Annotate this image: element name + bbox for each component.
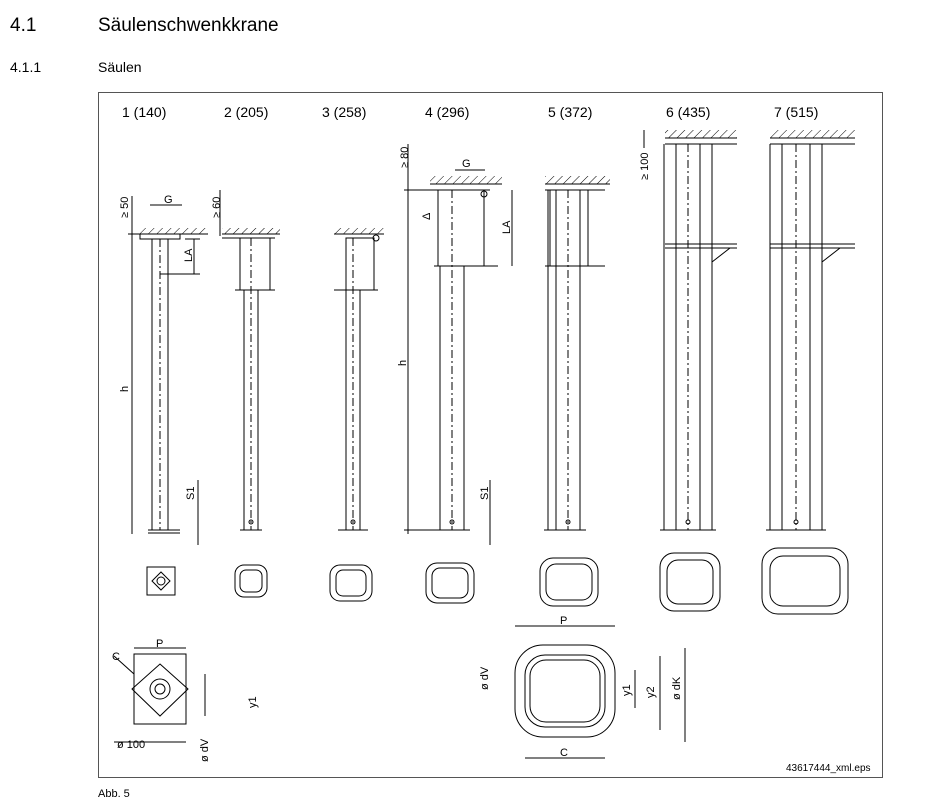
dim-P-right: P [560, 615, 567, 627]
subsection-number: 4.1.1 [10, 59, 42, 75]
detail-round-plate [514, 625, 686, 759]
dim-ge80: ≥ 80 [399, 147, 411, 168]
column-label-4: 4 (296) [425, 104, 469, 120]
column-label-3: 3 (258) [322, 104, 366, 120]
section-number: 4.1 [10, 15, 37, 36]
dim-S1-1: S1 [185, 487, 197, 500]
column-label-1: 1 (140) [122, 104, 166, 120]
dim-S1-4: S1 [479, 487, 491, 500]
dim-h-4: h [397, 360, 409, 366]
figure-file-id: 43617444_xml.eps [786, 763, 871, 774]
dim-C-left: C [112, 651, 120, 663]
column-label-6: 6 (435) [666, 104, 710, 120]
column-3-drawing [334, 228, 384, 531]
column-6-drawing [643, 130, 737, 531]
dim-dV-left: ø dV [199, 738, 211, 762]
dim-P-left: P [156, 638, 163, 650]
dim-y2-right: y2 [645, 686, 657, 698]
column-label-7: 7 (515) [774, 104, 818, 120]
detail-square-plate [113, 647, 206, 743]
dim-LA-4: LA [501, 220, 513, 234]
column-label-5: 5 (372) [548, 104, 592, 120]
dim-ge60: ≥ 60 [211, 197, 223, 218]
dim-ge100: ≥ 100 [639, 153, 651, 180]
dim-d100: ø 100 [117, 739, 145, 751]
dim-y1-right: y1 [621, 684, 633, 696]
base-plates [146, 547, 849, 615]
section-title: Säulenschwenkkrane [98, 15, 279, 36]
figure-caption: Abb. 5 [98, 788, 130, 800]
dim-LA-1: LA [183, 248, 195, 262]
subsection-title: Säulen [98, 59, 142, 75]
dim-dV-right: ø dV [479, 666, 491, 690]
dim-ge50: ≥ 50 [119, 197, 131, 218]
column-label-2: 2 (205) [224, 104, 268, 120]
column-5-drawing [544, 176, 610, 531]
dim-y1-left: y1 [247, 696, 259, 708]
dim-G-4: G [462, 158, 471, 170]
column-1-drawing [128, 196, 208, 545]
dim-G-1: G [164, 194, 173, 206]
dim-h-1: h [119, 386, 131, 392]
column-2-drawing [219, 190, 280, 531]
dim-delta: Δ [421, 212, 433, 220]
dim-C-right: C [560, 747, 568, 759]
column-7-drawing [766, 130, 855, 531]
figure-frame [98, 92, 883, 778]
dim-dK-right: ø dK [671, 676, 683, 700]
column-4-drawing [404, 144, 513, 545]
